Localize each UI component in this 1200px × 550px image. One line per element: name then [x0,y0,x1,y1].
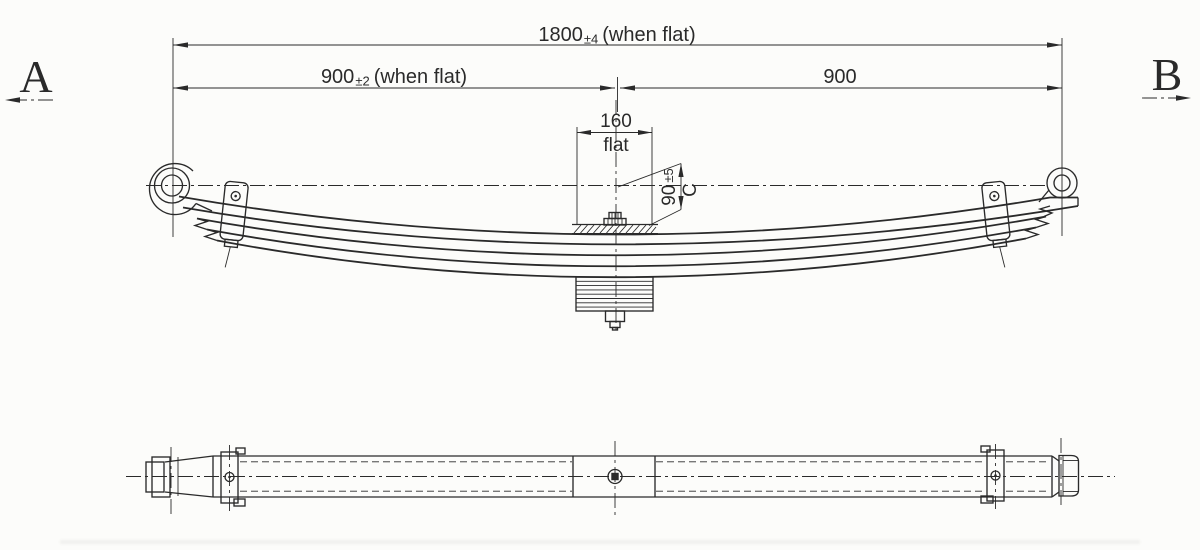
dimension-overall: 1800±4(when flat) [173,24,1062,48]
section-label-b: B [1152,49,1183,100]
seat-hatch [573,224,657,234]
dim-arrow [1047,42,1062,48]
clamp-tab [980,495,994,504]
scan-smudge [60,540,1140,544]
spring-eye-right [1038,167,1078,203]
section-label-a: A [19,51,52,102]
dimension-overall-text: 1800±4(when flat) [538,24,695,47]
dimension-half-right: 900 [617,66,1062,112]
plan-body [164,455,1060,498]
dimension-camber: 90±5 C [617,163,701,226]
eye-wrap [148,162,197,216]
clamp-tab [235,447,246,455]
dimension-camber-label: C [680,183,701,197]
dim-arrow [173,85,188,91]
center-bolt-head [603,211,627,226]
leaf-end-zigzag [1037,205,1054,218]
section-arrow-b-icon [1176,95,1191,101]
spring-eye-left [148,162,213,216]
leaf-stack [178,195,1079,279]
eye-roll [1046,167,1078,199]
section-arrow-a-icon [5,97,20,103]
leaf-2-bottom [196,215,1047,257]
dim-arrow [1047,85,1062,91]
plan-clamp-left [220,445,246,511]
dimension-half-left-text: 900±2(when flat) [321,66,467,89]
leaf-end-zigzag [202,228,220,242]
dimension-camber-text: 90±5 [659,168,680,206]
eye-roll [153,167,191,204]
clamp-tab [233,498,246,507]
leaf-end-zigzag [1023,226,1041,240]
leaf-1-top [178,195,1078,236]
eye-bore [1053,174,1071,192]
leaf-1-bottom [182,205,1079,246]
dim-arrow [600,85,615,91]
plan-clamp-right [980,444,1005,509]
plan-eye-right [1058,438,1080,506]
dim-arrow [620,85,635,91]
plan-view [126,438,1115,517]
section-marker-a: A [5,51,54,103]
clamp-rivet [230,190,241,202]
hidden-leaf-edges [240,461,1050,492]
leaf-end-zigzag [192,217,210,231]
plan-center-seat [572,441,656,516]
dim-arrow [173,42,188,48]
side-view: 1800±4(when flat) 900±2(when flat) 900 1… [146,24,1079,334]
center-bolt-assembly [572,100,658,334]
leaf-3-bottom [206,226,1037,268]
clamp-tail [223,238,239,249]
dim-arrow [577,130,591,135]
dim-arrow [678,163,684,177]
dimension-seat-width: 160 flat [576,111,653,225]
eye-bore [160,174,184,197]
section-marker-b: B [1142,49,1191,101]
clamp-rivet [989,190,1000,202]
plan-eye-left [145,447,179,517]
clamp-left [219,180,249,268]
dim-arrow [638,130,652,135]
dimension-half-right-text: 900 [823,66,856,88]
clamp-tab [980,445,991,453]
clamp-right [981,180,1011,268]
leaf-end-zigzag [1033,215,1051,229]
clamp-tail [992,238,1008,249]
center-bolt-nut [604,310,626,331]
short-leaf-block [575,276,654,312]
dim-arrow [678,196,684,210]
dimension-half-left: 900±2(when flat) [173,66,615,91]
